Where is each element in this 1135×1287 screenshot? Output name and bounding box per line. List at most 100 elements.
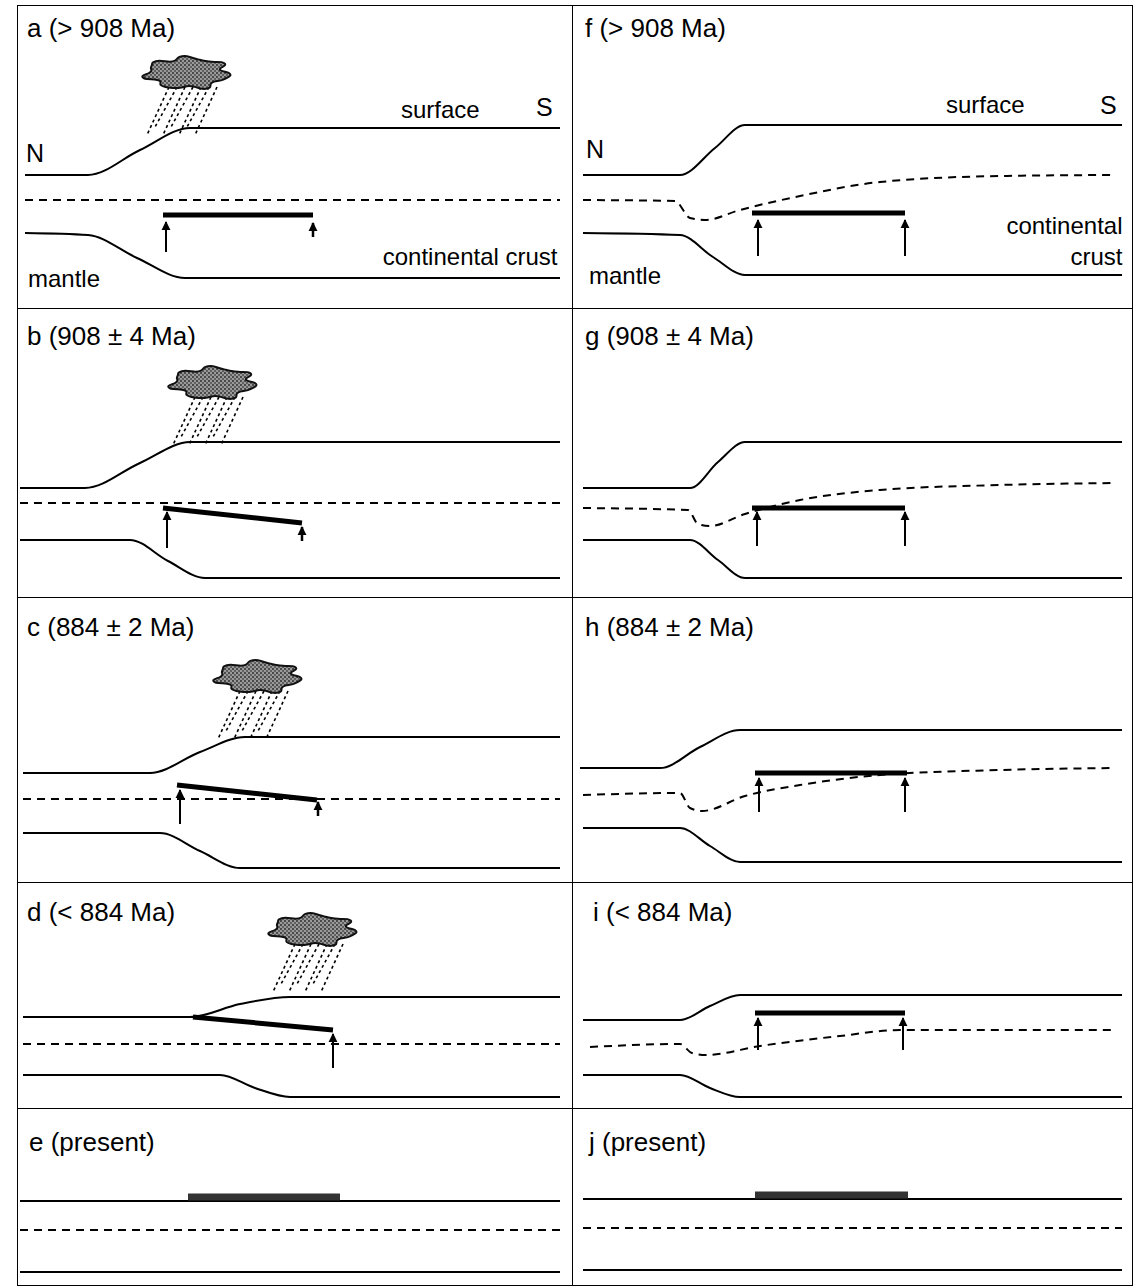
uplift-arrow (165, 222, 167, 252)
stage-panel: c (884 ± 2 Ma) (17, 597, 573, 883)
annotation: S (536, 95, 553, 120)
cross-section (583, 125, 1122, 275)
uplift-arrow (756, 512, 758, 546)
crust-dashed-line (590, 1030, 1115, 1055)
annotation: surface (946, 93, 1025, 117)
rock-unit-bar (177, 785, 317, 800)
stage-panel: b (908 ± 4 Ma) (17, 308, 573, 598)
moho-line (20, 540, 560, 578)
uplift-arrow (902, 1018, 904, 1050)
rain-streak (213, 397, 235, 437)
rain-streak (195, 87, 217, 135)
moho-line (583, 828, 1122, 862)
rock-unit-bar (755, 1192, 908, 1199)
crust-dashed-line (20, 502, 560, 504)
cross-section (583, 442, 1122, 578)
crust-dashed-line (583, 768, 1115, 811)
stage-panel: j (present) (572, 1108, 1133, 1286)
surface-line (25, 128, 560, 175)
rain-cloud (168, 366, 256, 445)
surface-line (583, 125, 1122, 175)
surface-line (23, 737, 560, 773)
moho-line (583, 233, 1122, 275)
uplift-arrow (179, 790, 181, 824)
cloud-shape (213, 660, 301, 693)
stage-panel: i (< 884 Ma) (572, 882, 1133, 1109)
cross-section (20, 1197, 560, 1272)
moho-line (583, 1075, 1122, 1097)
cross-section (25, 56, 560, 278)
annotation: mantle (28, 267, 100, 291)
rain-streak (289, 944, 311, 992)
cross-section (583, 995, 1122, 1097)
annotation: continental crust (383, 245, 558, 269)
rain-streak (313, 944, 335, 984)
uplift-arrow (332, 1034, 334, 1068)
uplift-arrow (166, 512, 168, 548)
rain-streak (163, 87, 185, 135)
panel-label: b (908 ± 4 Ma) (27, 323, 196, 349)
rain-streak (205, 397, 227, 445)
cross-section (583, 1195, 1122, 1270)
moho-line (20, 1271, 560, 1273)
annotation: S (1100, 93, 1117, 118)
surface-line (23, 997, 560, 1017)
stage-panel: e (present) (17, 1108, 573, 1286)
rain-streak (305, 944, 327, 992)
uplift-arrow (312, 223, 315, 237)
rain-streak (179, 87, 201, 135)
panel-label: g (908 ± 4 Ma) (585, 323, 754, 349)
rain-streak (266, 691, 288, 739)
rain-streak (155, 87, 177, 127)
annotation: mantle (589, 264, 661, 288)
moho-line (23, 833, 560, 868)
panel-label: e (present) (29, 1129, 155, 1155)
panel-label: c (884 ± 2 Ma) (27, 614, 194, 640)
rain-streak (234, 691, 256, 739)
stage-panel: d (< 884 Ma) (17, 882, 573, 1109)
crust-dashed-line (583, 1227, 1122, 1229)
rock-unit-bar (752, 211, 905, 216)
crust-dashed-line (20, 1229, 560, 1231)
rain-streak (226, 691, 248, 731)
surface-line (20, 442, 560, 488)
rain-streak (181, 397, 203, 437)
rain-streak (281, 944, 303, 984)
uplift-arrow (301, 527, 304, 541)
surface-line (580, 730, 1122, 768)
moho-line (23, 1075, 560, 1097)
uplift-arrow (904, 512, 906, 546)
stage-panel: a (> 908 Ma)surfaceSNcontinental crustma… (17, 5, 573, 309)
rain-streak (258, 691, 280, 731)
panel-label: a (> 908 Ma) (27, 15, 175, 41)
rain-streak (273, 944, 295, 992)
rain-streak (218, 691, 240, 739)
annotation: surface (401, 98, 480, 122)
uplift-arrow (757, 220, 759, 256)
rain-streak (173, 397, 195, 445)
cloud-shape (168, 366, 256, 399)
crust-dashed-line (25, 199, 560, 201)
moho-line (583, 540, 1122, 578)
uplift-arrow (904, 778, 906, 812)
surface-line (583, 995, 1122, 1020)
rain-streak (171, 87, 193, 127)
uplift-arrow (757, 1018, 759, 1050)
panel-label: j (present) (589, 1129, 706, 1155)
crust-dashed-line (23, 1043, 560, 1045)
stage-panel: f (> 908 Ma)surfaceSNcontinental crustma… (572, 5, 1133, 309)
moho-line (25, 233, 560, 278)
rain-cloud (268, 913, 356, 992)
surface-line (583, 442, 1122, 488)
cloud-shape (142, 56, 230, 89)
rock-unit-bar (163, 508, 302, 523)
panel-label: h (884 ± 2 Ma) (585, 614, 754, 640)
cross-section (23, 913, 560, 1097)
rain-streak (187, 87, 209, 127)
rain-streak (197, 397, 219, 437)
rock-unit-bar (755, 1011, 905, 1016)
rock-unit-bar (752, 506, 905, 511)
cross-section (23, 660, 560, 868)
rain-cloud (213, 660, 301, 739)
